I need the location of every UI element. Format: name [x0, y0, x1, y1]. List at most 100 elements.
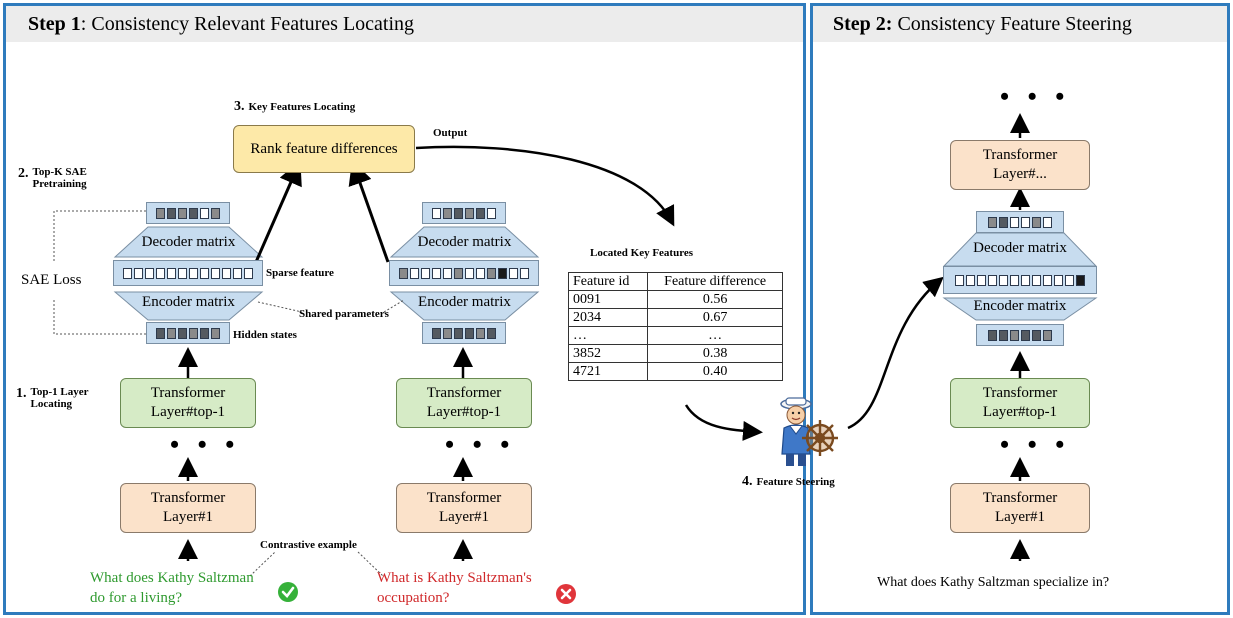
stage1-title: Top-1 Layer: [30, 386, 89, 398]
table-row: 2034 0.67: [567, 308, 783, 327]
x-circle-icon: [556, 584, 576, 604]
stage4-title: Feature Steering: [756, 476, 835, 488]
feature-table: Feature id Feature difference 0091 0.56 …: [567, 272, 783, 381]
steering-question: What does Kathy Saltzman specialize in?: [877, 575, 1110, 590]
stage4-num: 4.: [742, 474, 753, 489]
left-ellipsis: • • •: [170, 430, 241, 459]
stage4-label: 4. Feature Steering: [742, 472, 835, 490]
right-hidden-vector: [976, 324, 1064, 346]
left-layer1-line2: Layer#1: [163, 509, 213, 525]
left-layer1-line1: Transformer: [150, 490, 226, 506]
mid-encoder-trapezoid: [389, 291, 540, 321]
table-row: 0091 0.56: [567, 290, 783, 309]
step2-prefix: Step 2:: [833, 13, 893, 35]
rank-box: Rank feature differences: [233, 125, 415, 173]
mid-layer1-line2: Layer#1: [439, 509, 489, 525]
stage3-label: 3. Key Features Locating: [234, 97, 355, 115]
right-top1-line2: Layer#top-1: [982, 404, 1058, 420]
stage3-num: 3.: [234, 99, 245, 114]
step2-title: Consistency Feature Steering: [892, 13, 1132, 35]
right-encoder-trapezoid: [942, 297, 1098, 321]
right-sparse-vector: [943, 266, 1097, 294]
left-sparse-vector: [113, 260, 263, 286]
table-cell: 4721: [567, 362, 649, 381]
mid-sparse-vector: [389, 260, 539, 286]
mid-top1-line1: Transformer: [426, 385, 502, 401]
positive-question-line2: do for a living?: [90, 590, 183, 606]
step2-header: Step 2: Consistency Feature Steering: [813, 6, 1227, 42]
left-layer1: Transformer Layer#1: [120, 483, 256, 533]
table-cell: 0.67: [647, 308, 783, 327]
rank-label: Rank feature differences: [250, 140, 398, 157]
stage1-num: 1.: [16, 386, 27, 401]
sailor-helm-icon: [780, 397, 838, 466]
helm-wheel: [802, 420, 838, 456]
table-header-row: Feature id Feature difference: [567, 272, 783, 291]
table-row: … …: [567, 326, 783, 345]
negative-question: What is Kathy Saltzman's occupation?: [377, 568, 532, 608]
stage3-title: Key Features Locating: [248, 101, 356, 113]
table-header: Feature id: [567, 272, 649, 291]
table-cell: 0.56: [647, 290, 783, 309]
table-cell: …: [647, 326, 783, 345]
table-cell: 3852: [567, 344, 649, 363]
right-ellipsis: • • •: [1000, 430, 1071, 459]
table-cell: 0.40: [647, 362, 783, 381]
left-decoder-label: Decoder matrix: [141, 234, 236, 250]
sparse-feature-label: Sparse feature: [266, 267, 334, 279]
positive-question-line1: What does Kathy Saltzman: [90, 570, 254, 586]
right-decoder-label: Decoder matrix: [973, 240, 1067, 256]
left-hidden-vector: [146, 322, 230, 344]
mid-hidden-vector: [422, 322, 506, 344]
located-key-features-label: Located Key Features: [590, 247, 694, 259]
mid-top1-layer: Transformer Layer#top-1: [396, 378, 532, 428]
check-circle-icon: [278, 582, 298, 602]
table-row: 4721 0.40: [567, 362, 783, 381]
right-top1-layer: Transformer Layer#top-1: [950, 378, 1090, 428]
step1-title: : Consistency Relevant Features Locating: [80, 13, 415, 35]
mid-ellipsis: • • •: [445, 430, 516, 459]
output-label: Output: [433, 127, 468, 139]
right-top-ellipsis: • • •: [1000, 82, 1071, 111]
mid-layer1: Transformer Layer#1: [396, 483, 532, 533]
mid-decoder-trapezoid: [389, 226, 540, 258]
left-top1-line1: Transformer: [150, 385, 226, 401]
table-row: 3852 0.38: [567, 344, 783, 363]
stage1-label: 1. Top-1 Layer Locating: [16, 386, 88, 410]
mid-decoder-label: Decoder matrix: [417, 234, 512, 250]
stage1-title2: Locating: [30, 398, 73, 410]
left-encoder-trapezoid: [113, 291, 264, 321]
right-layer1-line2: Layer#1: [995, 509, 1045, 525]
negative-question-line1: What is Kathy Saltzman's: [377, 570, 532, 586]
right-top-vector: [976, 211, 1064, 233]
left-top1-line2: Layer#top-1: [150, 404, 226, 420]
positive-question: What does Kathy Saltzman do for a living…: [90, 568, 254, 608]
table-header: Feature difference: [647, 272, 783, 291]
step1-header: Step 1: Consistency Relevant Features Lo…: [6, 6, 803, 42]
table-cell: …: [567, 326, 649, 345]
left-decoder-trapezoid: [113, 226, 264, 258]
shared-parameters-label: Shared parameters: [299, 308, 389, 320]
step1-prefix: Step 1: [28, 13, 81, 35]
right-layer-dots-line2: Layer#...: [993, 166, 1047, 182]
mid-layer1-line1: Transformer: [426, 490, 502, 506]
right-encoder-label: Encoder matrix: [973, 298, 1067, 314]
sae-loss-label: SAE Loss: [21, 272, 82, 288]
table-cell: 2034: [567, 308, 649, 327]
table-cell: 0.38: [647, 344, 783, 363]
mid-encoder-label: Encoder matrix: [418, 294, 511, 310]
right-top1-line1: Transformer: [982, 385, 1058, 401]
right-layer-dots: Transformer Layer#...: [950, 140, 1090, 190]
negative-question-line2: occupation?: [377, 590, 450, 606]
stage2-num: 2.: [18, 166, 29, 181]
stage2-label: 2. Top-K SAE Pretraining: [18, 166, 87, 190]
stage2-title: Top-K SAE: [32, 166, 87, 178]
left-top1-layer: Transformer Layer#top-1: [120, 378, 256, 428]
right-layer1: Transformer Layer#1: [950, 483, 1090, 533]
hidden-states-label: Hidden states: [233, 329, 297, 341]
right-layer-dots-line1: Transformer: [982, 147, 1058, 163]
right-layer1-line1: Transformer: [982, 490, 1058, 506]
contrastive-label: Contrastive example: [260, 539, 357, 551]
left-encoder-label: Encoder matrix: [142, 294, 235, 310]
